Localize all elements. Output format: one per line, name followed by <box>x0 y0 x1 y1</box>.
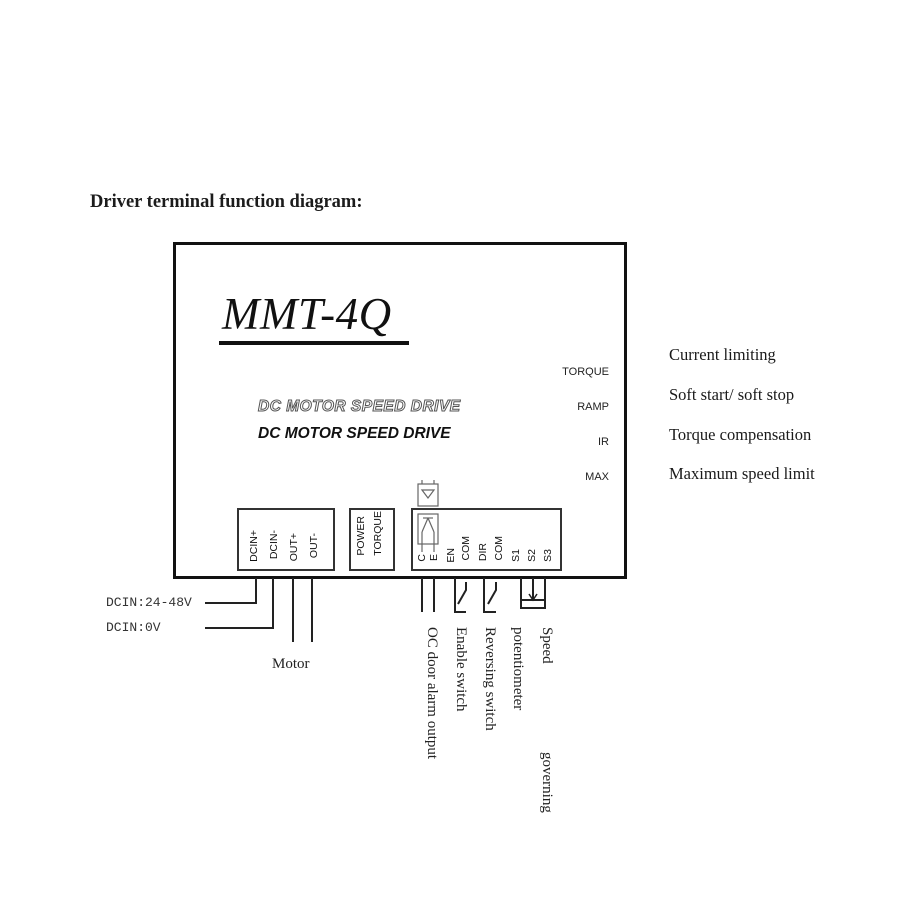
label-reversing-switch: Reversing switch <box>482 627 498 731</box>
function-max-speed: Maximum speed limit <box>669 464 815 483</box>
label-oc-output: OC door alarm output <box>424 627 440 760</box>
label-potentiometer: potentiometer <box>510 627 526 711</box>
model-name: MMT-4Q <box>222 289 392 339</box>
subtitle-outline: DC MOTOR SPEED DRIVE <box>258 398 461 416</box>
model-underline <box>219 341 409 345</box>
optocoupler-icon <box>417 480 439 552</box>
function-soft-start: Soft start/ soft stop <box>669 385 795 404</box>
label-enable-switch: Enable switch <box>453 627 469 712</box>
label-governing: governing <box>539 752 555 813</box>
control-terminal-block <box>411 508 562 571</box>
pot-label-ir: IR <box>598 436 609 448</box>
label-motor: Motor <box>272 656 310 672</box>
function-torque-compensation: Torque compensation <box>669 425 812 444</box>
pot-label-ramp: RAMP <box>577 401 609 413</box>
driver-enclosure <box>173 242 627 579</box>
diagram-heading: Driver terminal function diagram: <box>90 192 363 212</box>
label-dcin-positive: DCIN:24-48V <box>106 595 192 610</box>
indicator-block <box>349 508 395 571</box>
subtitle-solid: DC MOTOR SPEED DRIVE <box>258 425 451 442</box>
pot-label-max: MAX <box>585 471 609 483</box>
power-terminal-block <box>237 508 335 571</box>
label-dcin-negative: DCIN:0V <box>106 620 161 635</box>
pot-label-torque: TORQUE <box>562 366 609 378</box>
function-current-limiting: Current limiting <box>669 345 776 364</box>
label-speed: Speed <box>539 627 555 664</box>
